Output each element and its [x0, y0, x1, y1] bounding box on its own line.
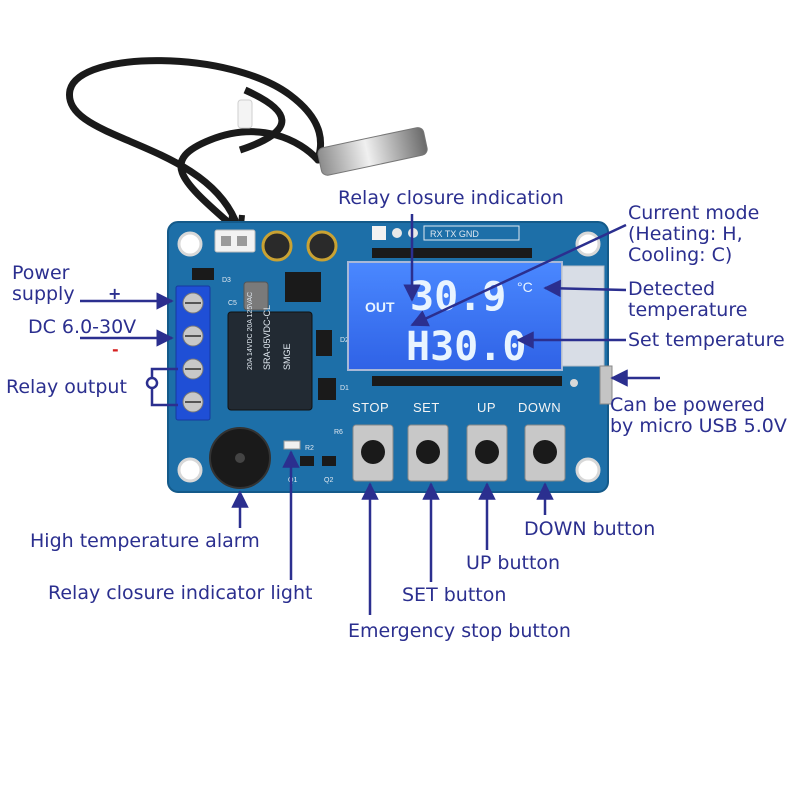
- label-relay-output: Relay output: [6, 376, 127, 398]
- lcd-set-temperature: H30.0: [406, 324, 526, 370]
- board-button-stop-label: STOP: [352, 400, 389, 415]
- relay-output-switch-icon: [145, 376, 159, 390]
- label-set-temperature: Set temperature: [628, 329, 785, 351]
- arrow-current-mode: [410, 223, 627, 327]
- label-power-line1: Power: [12, 262, 70, 284]
- temperature-probe: [317, 127, 428, 176]
- relay-rating: 20A 14VDC 20A 125VAC: [247, 292, 254, 370]
- sensor-cable: [66, 57, 325, 237]
- sensor-connector: [214, 229, 256, 253]
- relay-indicator-led: [283, 440, 301, 450]
- label-high-temp-alarm: High temperature alarm: [30, 530, 260, 552]
- relay-brand: SMGE: [282, 343, 292, 370]
- label-indicator-light: Relay closure indicator light: [48, 582, 313, 604]
- smd-components: D3 C5 D2 D1 R2 R6 Q1 Q2: [192, 268, 349, 484]
- silk-d2: D2: [340, 337, 349, 344]
- board-button-up-label: UP: [477, 400, 496, 415]
- arrow-detected-temperature: [543, 279, 627, 298]
- minus-sign: -: [112, 340, 119, 359]
- silk-q1: Q1: [288, 477, 297, 484]
- lcd-detected-temperature: 30.9: [410, 274, 506, 320]
- lcd-out-indicator: OUT: [365, 299, 395, 315]
- silk-d1: D1: [340, 385, 349, 392]
- board-buttons: STOP SET UP DOWN: [352, 400, 566, 482]
- label-power-line2: supply: [12, 283, 75, 305]
- silk-r6: R6: [334, 429, 343, 436]
- label-current-mode-line1: Current mode: [628, 202, 760, 224]
- board-button-down-label: DOWN: [518, 400, 561, 415]
- relay: SRA-05VDC-CL 20A 14VDC 20A 125VAC SMGE: [227, 292, 313, 411]
- label-current-mode-line2: (Heating: H,: [628, 223, 743, 245]
- stop-button[interactable]: [352, 424, 394, 482]
- silk-d3: D3: [222, 277, 231, 284]
- label-emergency-stop: Emergency stop button: [348, 620, 571, 642]
- lcd-pins: RX TX GND: [372, 225, 562, 386]
- mount-hole-small: [570, 379, 578, 387]
- set-button[interactable]: [407, 424, 449, 482]
- lcd-unit: °C: [517, 279, 533, 295]
- label-up-button: UP button: [466, 552, 561, 574]
- label-down-button: DOWN button: [524, 518, 656, 540]
- label-voltage: DC 6.0-30V: [28, 316, 137, 338]
- buzzer: [209, 427, 271, 489]
- capacitors: [243, 230, 338, 311]
- terminal-block: [175, 285, 211, 421]
- silk-q2: Q2: [324, 477, 333, 484]
- silk-c5: C5: [228, 300, 237, 307]
- label-usb-line2: by micro USB 5.0V: [610, 415, 787, 437]
- down-button[interactable]: [524, 424, 566, 482]
- label-usb-line1: Can be powered: [610, 394, 765, 416]
- header-label: RX TX GND: [430, 229, 479, 239]
- relay-model: SRA-05VDC-CL: [262, 305, 272, 370]
- label-detected-line2: temperature: [628, 299, 748, 321]
- up-button[interactable]: [466, 424, 508, 482]
- label-detected-line1: Detected: [628, 278, 716, 300]
- annotation-arrows: [80, 214, 660, 615]
- silk-r2: R2: [305, 445, 314, 452]
- lcd-display: OUT 30.9 °C H30.0: [347, 261, 605, 371]
- label-current-mode-line3: Cooling: C): [628, 244, 733, 266]
- cable-tie: [237, 99, 253, 129]
- plus-sign: +: [108, 284, 122, 303]
- label-relay-indication: Relay closure indication: [338, 187, 564, 209]
- board-button-set-label: SET: [413, 400, 440, 415]
- label-set-button: SET button: [402, 584, 507, 606]
